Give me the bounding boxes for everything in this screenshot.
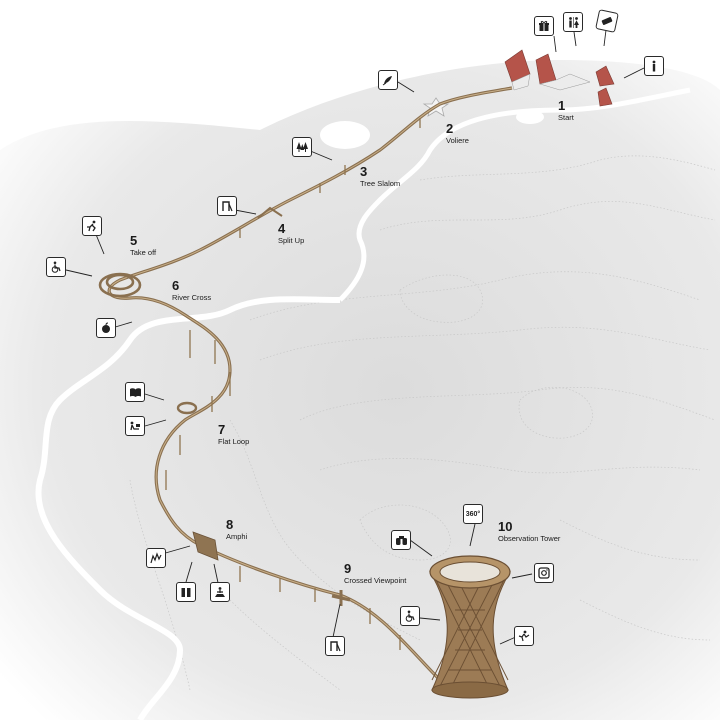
reading-person-icon[interactable] [125, 416, 145, 436]
stop-5-number: 5 [130, 233, 138, 248]
360-badge-label: 360° [465, 510, 481, 518]
stop-9: 9 Crossed Viewpoint [344, 561, 407, 586]
stop-3-label: Tree Slalom [360, 178, 401, 188]
stop-5: 5 Take off [130, 233, 157, 258]
terrain [0, 60, 720, 720]
observation-tower [429, 555, 511, 699]
take-off-loop [98, 272, 142, 298]
stop-10-number: 10 [498, 519, 513, 534]
stop-8: 8 Amphi [226, 517, 248, 542]
stop-10-label: Observation Tower [498, 533, 561, 543]
crossed-viewpoint [331, 590, 351, 606]
stop-6-number: 6 [172, 278, 180, 293]
binoculars-icon[interactable] [391, 530, 411, 550]
360-badge-icon[interactable]: 360° [463, 504, 483, 524]
balance-icon[interactable] [514, 626, 534, 646]
stop-7-label: Flat Loop [218, 436, 250, 446]
stop-3: 3 Tree Slalom [360, 164, 401, 189]
stop-9-number: 9 [344, 561, 352, 576]
stop-6-label: River Cross [172, 292, 212, 302]
stop-6: 6 River Cross [172, 278, 212, 303]
book-icon[interactable] [125, 382, 145, 402]
stop-4: 4 Split Up [278, 221, 305, 246]
toilets-icon[interactable] [176, 582, 196, 602]
stop-8-number: 8 [226, 517, 234, 532]
stop-8-label: Amphi [226, 531, 248, 541]
wheelchair-icon[interactable] [400, 606, 420, 626]
river [338, 87, 691, 302]
restroom-icon[interactable] [563, 12, 583, 32]
amphitheater-icon[interactable] [210, 582, 230, 602]
camera-icon[interactable] [534, 563, 554, 583]
bird-icon[interactable] [378, 70, 398, 90]
stop-4-number: 4 [278, 221, 286, 236]
kid-slide-icon[interactable] [82, 216, 102, 236]
stop-1-number: 1 [558, 98, 566, 113]
playground-icon[interactable] [217, 196, 237, 216]
stop-2: 2 Voliere [446, 121, 469, 146]
river-lower [35, 296, 341, 720]
climbing-icon[interactable] [146, 548, 166, 568]
ticket-icon[interactable] [595, 9, 619, 33]
stop-7-number: 7 [218, 422, 226, 437]
pond [320, 121, 370, 149]
trees-icon[interactable] [292, 137, 312, 157]
flat-loop [176, 401, 198, 415]
stop-2-number: 2 [446, 121, 454, 136]
stop-10: 10 Observation Tower [498, 519, 561, 544]
stop-1: 1 Start [558, 98, 574, 123]
stop-3-number: 3 [360, 164, 368, 179]
split-up [257, 206, 283, 219]
stop-2-label: Voliere [446, 135, 469, 145]
entrance-buildings [504, 49, 615, 107]
stop-1-label: Start [558, 112, 574, 122]
stop-7: 7 Flat Loop [218, 422, 250, 447]
apple-icon[interactable] [96, 318, 116, 338]
gift-icon[interactable] [534, 16, 554, 36]
stop-9-label: Crossed Viewpoint [344, 575, 407, 585]
pond [516, 110, 544, 124]
stop-4-label: Split Up [278, 235, 305, 245]
wheelchair-icon[interactable] [46, 257, 66, 277]
pin-leaders [65, 29, 645, 645]
amphi [192, 531, 219, 561]
playground-icon[interactable] [325, 636, 345, 656]
stop-5-label: Take off [130, 247, 157, 257]
info-person-icon[interactable] [644, 56, 664, 76]
